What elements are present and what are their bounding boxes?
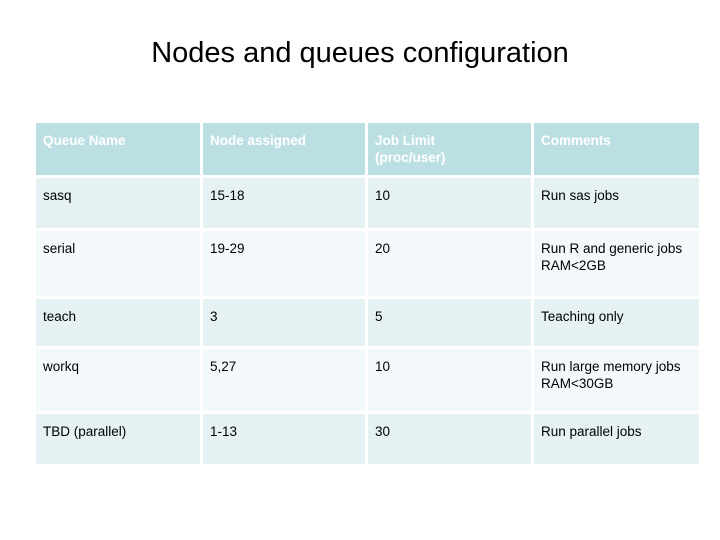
- table-row: serial 19-29 20 Run R and generic jobs R…: [36, 231, 699, 296]
- cell-node-assigned: 3: [203, 299, 365, 346]
- cell-comments: Teaching only: [534, 299, 699, 346]
- cell-comments: Run sas jobs: [534, 178, 699, 228]
- cell-job-limit: 30: [368, 414, 531, 464]
- table-row: workq 5,27 10 Run large memory jobs RAM<…: [36, 349, 699, 411]
- cell-node-assigned: 5,27: [203, 349, 365, 411]
- column-header-job-limit-line1: Job Limit: [375, 133, 435, 148]
- column-header-queue-name: Queue Name: [36, 123, 200, 175]
- column-header-comments: Comments: [534, 123, 699, 175]
- cell-job-limit: 5: [368, 299, 531, 346]
- cell-node-assigned: 19-29: [203, 231, 365, 296]
- cell-node-assigned: 1-13: [203, 414, 365, 464]
- cell-queue-name: serial: [36, 231, 200, 296]
- nodes-queues-table-container: Queue Name Node assigned Job Limit (proc…: [36, 123, 699, 464]
- table-body: sasq 15-18 10 Run sas jobs serial 19-29 …: [36, 178, 699, 464]
- table-header-row: Queue Name Node assigned Job Limit (proc…: [36, 123, 699, 175]
- cell-queue-name: TBD (parallel): [36, 414, 200, 464]
- cell-comments: Run large memory jobs RAM<30GB: [534, 349, 699, 411]
- nodes-queues-table: Queue Name Node assigned Job Limit (proc…: [33, 120, 702, 467]
- cell-job-limit: 10: [368, 178, 531, 228]
- cell-queue-name: sasq: [36, 178, 200, 228]
- table-row: sasq 15-18 10 Run sas jobs: [36, 178, 699, 228]
- cell-queue-name: teach: [36, 299, 200, 346]
- cell-job-limit: 10: [368, 349, 531, 411]
- cell-comments: Run R and generic jobs RAM<2GB: [534, 231, 699, 296]
- page-title: Nodes and queues configuration: [151, 37, 569, 69]
- cell-comments: Run parallel jobs: [534, 414, 699, 464]
- column-header-job-limit: Job Limit (proc/user): [368, 123, 531, 175]
- table-header: Queue Name Node assigned Job Limit (proc…: [36, 123, 699, 175]
- column-header-node-assigned: Node assigned: [203, 123, 365, 175]
- cell-queue-name: workq: [36, 349, 200, 411]
- table-row: TBD (parallel) 1-13 30 Run parallel jobs: [36, 414, 699, 464]
- cell-node-assigned: 15-18: [203, 178, 365, 228]
- column-header-job-limit-line2: (proc/user): [375, 150, 446, 165]
- table-row: teach 3 5 Teaching only: [36, 299, 699, 346]
- cell-job-limit: 20: [368, 231, 531, 296]
